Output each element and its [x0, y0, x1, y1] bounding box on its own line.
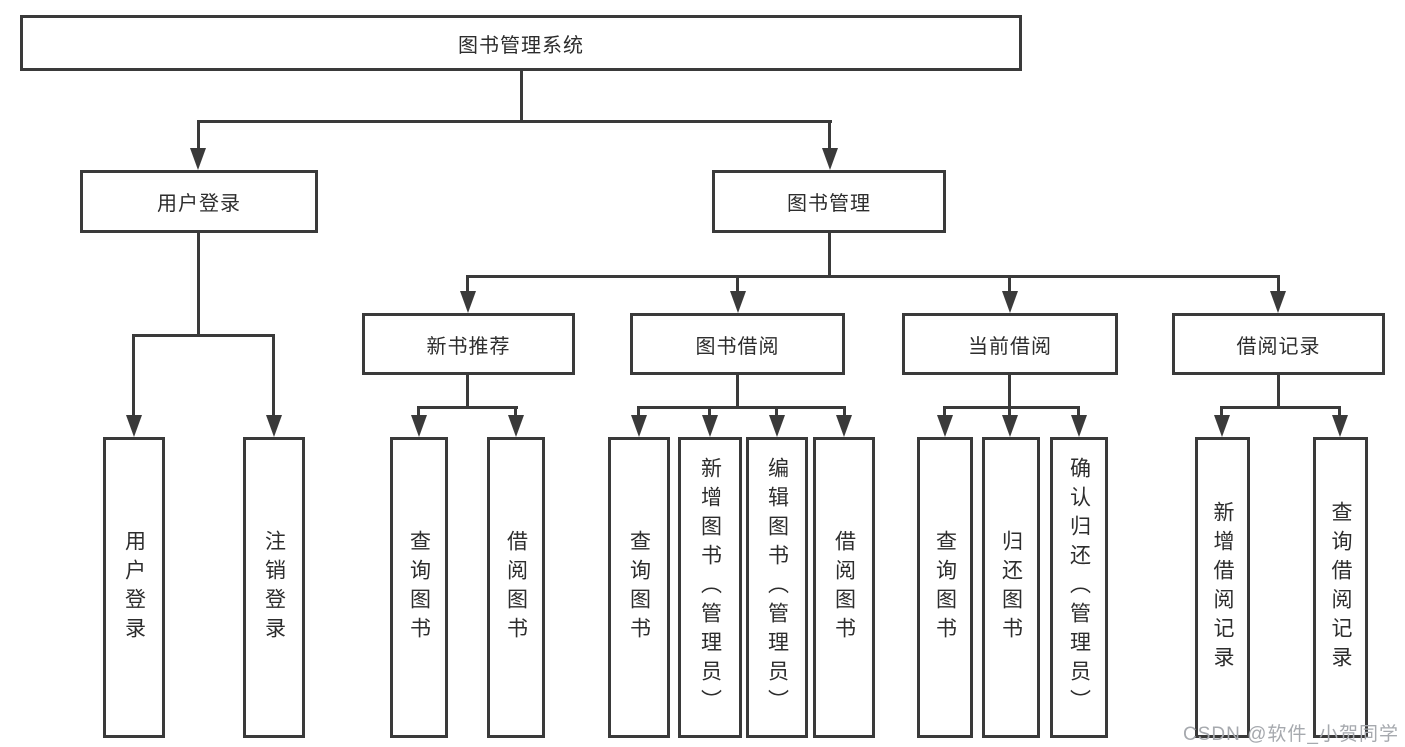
connector-line [1220, 406, 1340, 409]
leaf-borrow-books-recommend: 借阅图书 [487, 437, 545, 738]
connector-line [1220, 406, 1223, 420]
connector-line [466, 375, 469, 409]
leaf-confirm-return-admin: 确认归还（管理员） [1050, 437, 1108, 738]
node-book-management: 图书管理 [712, 170, 946, 233]
connector-line [828, 120, 831, 152]
node-library-management-system: 图书管理系统 [20, 15, 1022, 71]
connector-line [272, 334, 275, 419]
connector-line [943, 406, 1080, 409]
leaf-borrow-books-label: 借阅图书 [832, 529, 856, 646]
leaf-add-books-admin: 新增图书（管理员） [678, 437, 742, 738]
connector-line [514, 406, 517, 420]
node-user-login: 用户登录 [80, 170, 318, 233]
leaf-query-books-borrowing-label: 查询图书 [627, 529, 651, 646]
connector-line [197, 120, 200, 152]
connector-line [637, 406, 640, 420]
leaf-user-login: 用户登录 [103, 437, 165, 738]
down-arrowhead-icon [266, 415, 282, 437]
leaf-return-books: 归还图书 [982, 437, 1040, 738]
connector-line [197, 120, 832, 123]
leaf-logout: 注销登录 [243, 437, 305, 738]
down-arrowhead-icon [769, 415, 785, 437]
leaf-user-login-label: 用户登录 [122, 529, 146, 646]
connector-line [1277, 375, 1280, 409]
connector-line [417, 406, 420, 420]
down-arrowhead-icon [190, 148, 206, 170]
down-arrowhead-icon [1270, 291, 1286, 313]
leaf-confirm-return-admin-label: 确认归还（管理员） [1067, 457, 1091, 718]
leaf-add-borrow-record-label: 新增借阅记录 [1211, 500, 1234, 675]
leaf-query-books-borrowing: 查询图书 [608, 437, 670, 738]
connector-line [1277, 275, 1280, 295]
leaf-query-books-current-label: 查询图书 [933, 529, 957, 646]
leaf-query-borrow-record: 查询借阅记录 [1313, 437, 1368, 738]
down-arrowhead-icon [460, 291, 476, 313]
down-arrowhead-icon [1214, 415, 1230, 437]
down-arrowhead-icon [1002, 415, 1018, 437]
leaf-query-borrow-record-label: 查询借阅记录 [1329, 500, 1352, 675]
leaf-borrow-books-recommend-label: 借阅图书 [504, 529, 528, 646]
connector-line [1008, 406, 1011, 420]
connector-line [132, 334, 135, 419]
connector-line [132, 334, 275, 337]
down-arrowhead-icon [126, 415, 142, 437]
leaf-edit-books-admin-label: 编辑图书（管理员） [765, 457, 789, 718]
connector-line [1077, 406, 1080, 420]
connector-line [1008, 275, 1011, 295]
down-arrowhead-icon [937, 415, 953, 437]
node-new-book-recommend: 新书推荐 [362, 313, 575, 375]
connector-line [417, 406, 518, 409]
down-arrowhead-icon [836, 415, 852, 437]
csdn-watermark: CSDN @软件_小贺同学 [1183, 724, 1399, 745]
leaf-logout-label: 注销登录 [262, 529, 286, 646]
down-arrowhead-icon [730, 291, 746, 313]
node-current-borrowing: 当前借阅 [902, 313, 1118, 375]
down-arrowhead-icon [1071, 415, 1087, 437]
down-arrowhead-icon [1002, 291, 1018, 313]
connector-line [197, 233, 200, 337]
connector-line [943, 406, 946, 420]
leaf-add-books-admin-label: 新增图书（管理员） [698, 457, 722, 718]
connector-line [1338, 406, 1341, 420]
down-arrowhead-icon [631, 415, 647, 437]
connector-line [828, 233, 831, 278]
connector-line [775, 406, 778, 420]
leaf-add-borrow-record: 新增借阅记录 [1195, 437, 1250, 738]
connector-line [843, 406, 846, 420]
down-arrowhead-icon [411, 415, 427, 437]
leaf-return-books-label: 归还图书 [999, 529, 1023, 646]
down-arrowhead-icon [1332, 415, 1348, 437]
connector-line [466, 275, 1280, 278]
connector-line [1008, 375, 1011, 409]
node-book-borrowing: 图书借阅 [630, 313, 845, 375]
leaf-query-books-recommend-label: 查询图书 [407, 529, 431, 646]
connector-line [637, 406, 846, 409]
down-arrowhead-icon [822, 148, 838, 170]
down-arrowhead-icon [508, 415, 524, 437]
connector-line [736, 375, 739, 409]
down-arrowhead-icon [702, 415, 718, 437]
connector-line [736, 275, 739, 295]
leaf-query-books-recommend: 查询图书 [390, 437, 448, 738]
leaf-query-books-current: 查询图书 [917, 437, 973, 738]
leaf-edit-books-admin: 编辑图书（管理员） [746, 437, 808, 738]
connector-line [520, 70, 523, 122]
connector-line [466, 275, 469, 295]
leaf-borrow-books: 借阅图书 [813, 437, 875, 738]
connector-line [708, 406, 711, 420]
node-borrowing-records: 借阅记录 [1172, 313, 1385, 375]
